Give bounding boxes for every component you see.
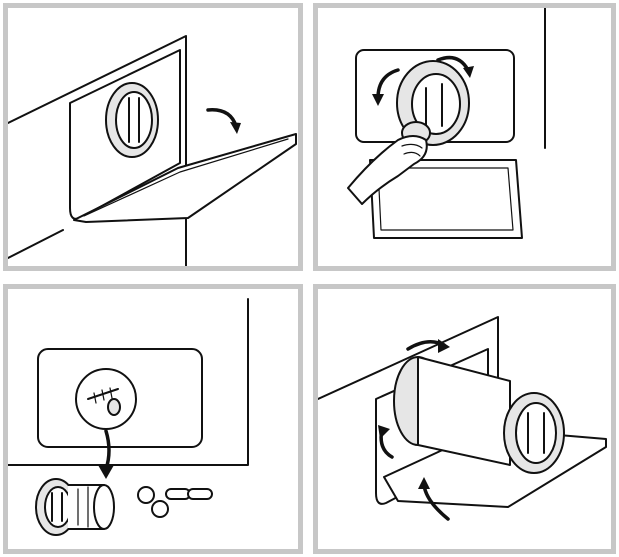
machine-outline bbox=[8, 298, 249, 466]
refit-filter-illustration bbox=[318, 316, 607, 521]
rotate-arrow-icon bbox=[436, 55, 470, 72]
down-arrow-icon bbox=[104, 429, 111, 471]
foreign-objects bbox=[137, 486, 213, 518]
filter-cap bbox=[396, 60, 470, 146]
step-3-clean-filter-panel bbox=[3, 284, 303, 554]
filter-cylinder bbox=[393, 356, 565, 474]
unscrew-filter-illustration bbox=[347, 8, 546, 239]
step-1-open-flap-panel bbox=[3, 3, 303, 271]
filter-cap bbox=[105, 82, 159, 158]
clean-filter-illustration bbox=[8, 298, 249, 536]
service-flap bbox=[369, 159, 523, 239]
removed-filter bbox=[35, 478, 115, 536]
service-flap bbox=[73, 133, 297, 223]
step-2-unscrew-filter-panel bbox=[313, 3, 616, 271]
filter-opening bbox=[75, 368, 137, 430]
open-flap-illustration bbox=[8, 35, 297, 266]
arrow-head bbox=[230, 122, 241, 134]
step-4-refit-filter-panel bbox=[313, 284, 616, 554]
coin bbox=[107, 398, 121, 416]
floor-line bbox=[8, 229, 64, 259]
